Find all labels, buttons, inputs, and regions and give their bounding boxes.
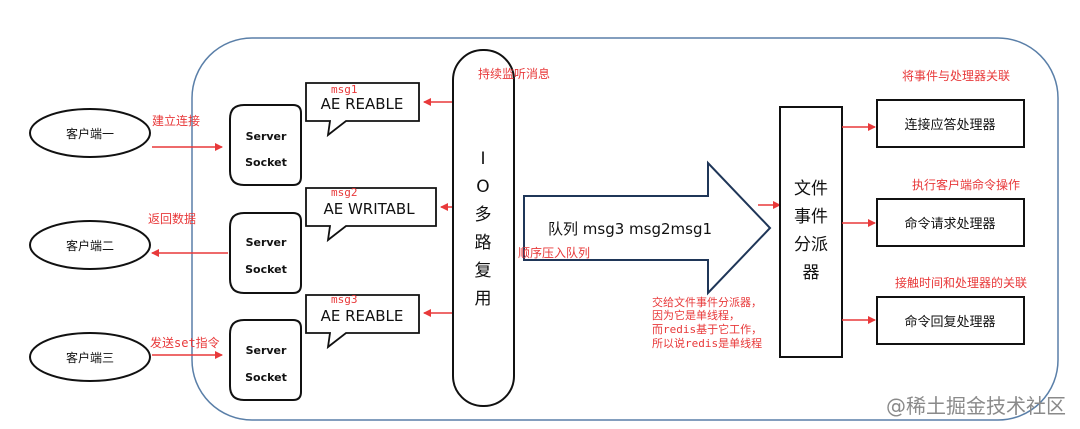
server-socket-2: Server Socket bbox=[229, 212, 302, 294]
svg-text:而redis基于它工作，: 而redis基于它工作， bbox=[652, 322, 762, 336]
listen-note: 持续监听消息 bbox=[478, 66, 550, 81]
event-callout-2: msg2 AE WRITABL bbox=[305, 186, 437, 243]
server-socket-3: Server Socket bbox=[229, 319, 302, 401]
handler-3: 命令回复处理器 bbox=[876, 296, 1025, 345]
svg-text:命令请求处理器: 命令请求处理器 bbox=[904, 216, 995, 232]
svg-text:所以说redis是单线程: 所以说redis是单线程 bbox=[652, 336, 762, 350]
svg-text:因为它是单线程，: 因为它是单线程， bbox=[652, 308, 740, 322]
client-1-label: 客户端一 bbox=[66, 126, 114, 141]
handler-2-note: 执行客户端命令操作 bbox=[912, 177, 1020, 192]
svg-text:事件: 事件 bbox=[794, 207, 828, 227]
svg-text:交给文件事件分派器，: 交给文件事件分派器， bbox=[652, 295, 762, 309]
svg-text:Socket: Socket bbox=[245, 371, 287, 384]
svg-text:复: 复 bbox=[475, 261, 492, 281]
handler-3-note: 接触时间和处理器的关联 bbox=[895, 275, 1027, 290]
svg-text:msg3: msg3 bbox=[331, 293, 358, 306]
client-2: 客户端二 bbox=[29, 220, 151, 270]
io-multiplexer: I O 多 路 复 用 bbox=[452, 49, 515, 407]
svg-text:用: 用 bbox=[475, 289, 492, 309]
handler-1: 连接应答处理器 bbox=[876, 99, 1025, 148]
queue-arrow bbox=[523, 160, 772, 296]
return-label: 返回数据 bbox=[148, 211, 196, 226]
svg-text:AE REABLE: AE REABLE bbox=[321, 95, 404, 113]
svg-text:连接应答处理器: 连接应答处理器 bbox=[904, 117, 995, 133]
client-3-label: 客户端三 bbox=[66, 350, 114, 365]
svg-text:AE REABLE: AE REABLE bbox=[321, 307, 404, 325]
svg-text:路: 路 bbox=[475, 233, 492, 253]
svg-text:AE WRITABL: AE WRITABL bbox=[323, 200, 415, 218]
svg-text:Socket: Socket bbox=[245, 156, 287, 169]
event-callout-1: msg1 AE REABLE bbox=[305, 82, 420, 138]
svg-text:Socket: Socket bbox=[245, 263, 287, 276]
event-callout-3: msg3 AE REABLE bbox=[305, 293, 420, 350]
handler-2: 命令请求处理器 bbox=[876, 198, 1025, 247]
queue-label: 队列 msg3 msg2msg1 bbox=[548, 220, 712, 238]
svg-text:命令回复处理器: 命令回复处理器 bbox=[904, 314, 995, 330]
server-socket-1: Server Socket bbox=[229, 104, 302, 186]
client-1: 客户端一 bbox=[29, 108, 151, 158]
svg-text:Server: Server bbox=[246, 236, 287, 249]
dispatcher-note: 交给文件事件分派器， 因为它是单线程， 而redis基于它工作， 所以说redi… bbox=[652, 295, 762, 350]
client-3: 客户端三 bbox=[29, 332, 151, 382]
client-2-label: 客户端二 bbox=[66, 238, 114, 253]
connect-label: 建立连接 bbox=[152, 113, 200, 128]
server-container bbox=[191, 37, 1059, 421]
send-set-label: 发送set指令 bbox=[150, 335, 220, 350]
svg-text:I: I bbox=[480, 149, 485, 169]
file-event-dispatcher: 文件 事件 分派 器 bbox=[779, 106, 843, 358]
svg-text:分派: 分派 bbox=[794, 235, 828, 255]
svg-text:文件: 文件 bbox=[794, 179, 828, 199]
svg-text:器: 器 bbox=[803, 263, 820, 283]
queue-note: 顺序压入队列 bbox=[518, 245, 590, 260]
svg-text:Server: Server bbox=[246, 130, 287, 143]
watermark: @稀土掘金技术社区 bbox=[886, 394, 1066, 418]
svg-text:Server: Server bbox=[246, 344, 287, 357]
handler-1-note: 将事件与处理器关联 bbox=[902, 69, 1010, 83]
svg-text:O: O bbox=[476, 177, 489, 197]
svg-text:多: 多 bbox=[475, 205, 492, 225]
svg-text:msg2: msg2 bbox=[331, 186, 358, 199]
svg-text:msg1: msg1 bbox=[331, 83, 358, 96]
